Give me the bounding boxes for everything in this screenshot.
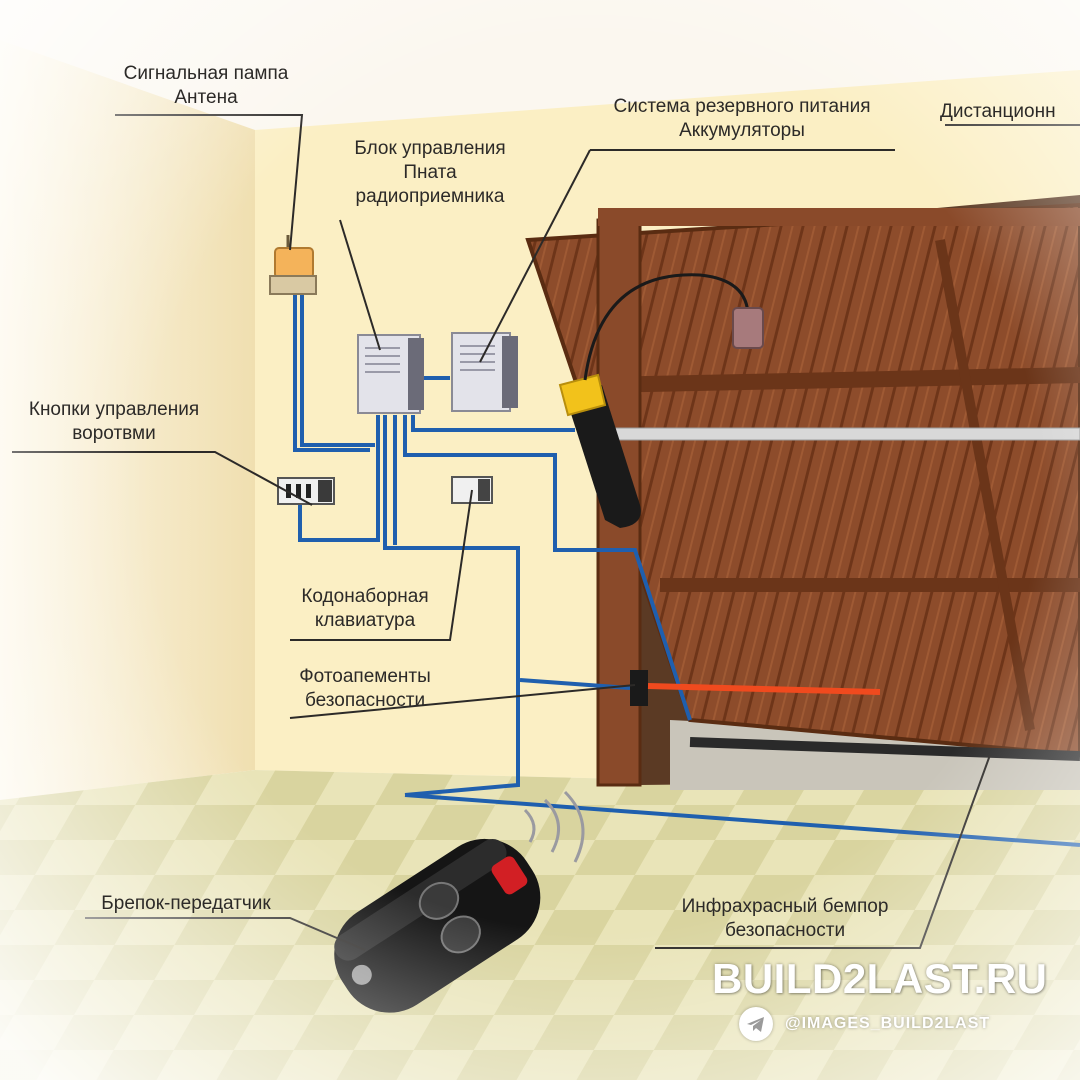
label-transmitter: Брепок-передатчик: [101, 893, 271, 914]
watermark-brand: BUILD2LAST.RU: [712, 955, 1048, 1002]
label-remote-partial: Дистанционн: [940, 101, 1056, 122]
watermark-handle: @IMAGES_BUILD2LAST: [785, 1015, 991, 1032]
telegram-icon: [739, 1007, 773, 1041]
